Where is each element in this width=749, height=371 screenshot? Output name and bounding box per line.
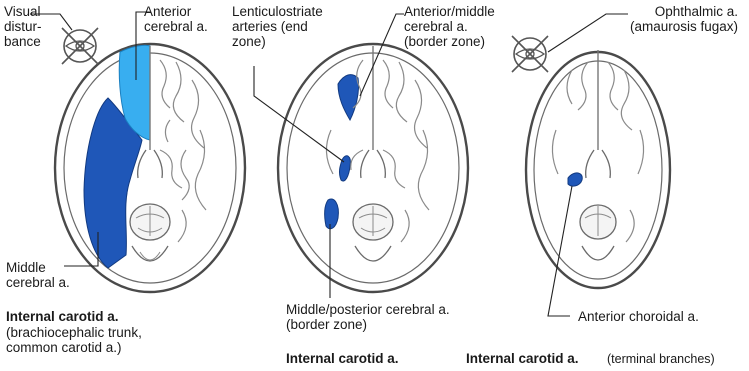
caption-1-detail: (brachiocephalic trunk, common carotid a… xyxy=(6,325,142,355)
label-visual-disturbance: Visual distur- bance xyxy=(4,4,42,49)
label-middle-cerebral: Middle cerebral a. xyxy=(6,260,70,290)
label-anterior-middle-border: Anterior/middle cerebral a. (border zone… xyxy=(404,4,495,49)
brain-section-2 xyxy=(278,44,468,292)
brain-section-1 xyxy=(55,44,245,292)
brain-section-3 xyxy=(526,50,670,288)
label-ophthalmic: Ophthalmic a. (amaurosis fugax) xyxy=(630,4,738,34)
label-anterior-choroidal: Anterior choroidal a. xyxy=(578,309,699,324)
caption-2-title: Internal carotid a. xyxy=(286,351,399,366)
label-anterior-cerebral: Anterior cerebral a. xyxy=(144,4,208,34)
border-zone-middle-posterior xyxy=(325,199,339,229)
caption-3-title: Internal carotid a. xyxy=(466,351,579,366)
caption-3-detail: (terminal branches) xyxy=(607,352,715,367)
crossed-eye-icon xyxy=(62,28,98,64)
label-middle-posterior-border: Middle/posterior cerebral a. (border zon… xyxy=(286,302,450,332)
label-lenticulostriate: Lenticulostriate arteries (end zone) xyxy=(232,4,323,49)
crossed-eye-icon xyxy=(512,36,548,72)
caption-1-title: Internal carotid a. xyxy=(6,309,119,324)
